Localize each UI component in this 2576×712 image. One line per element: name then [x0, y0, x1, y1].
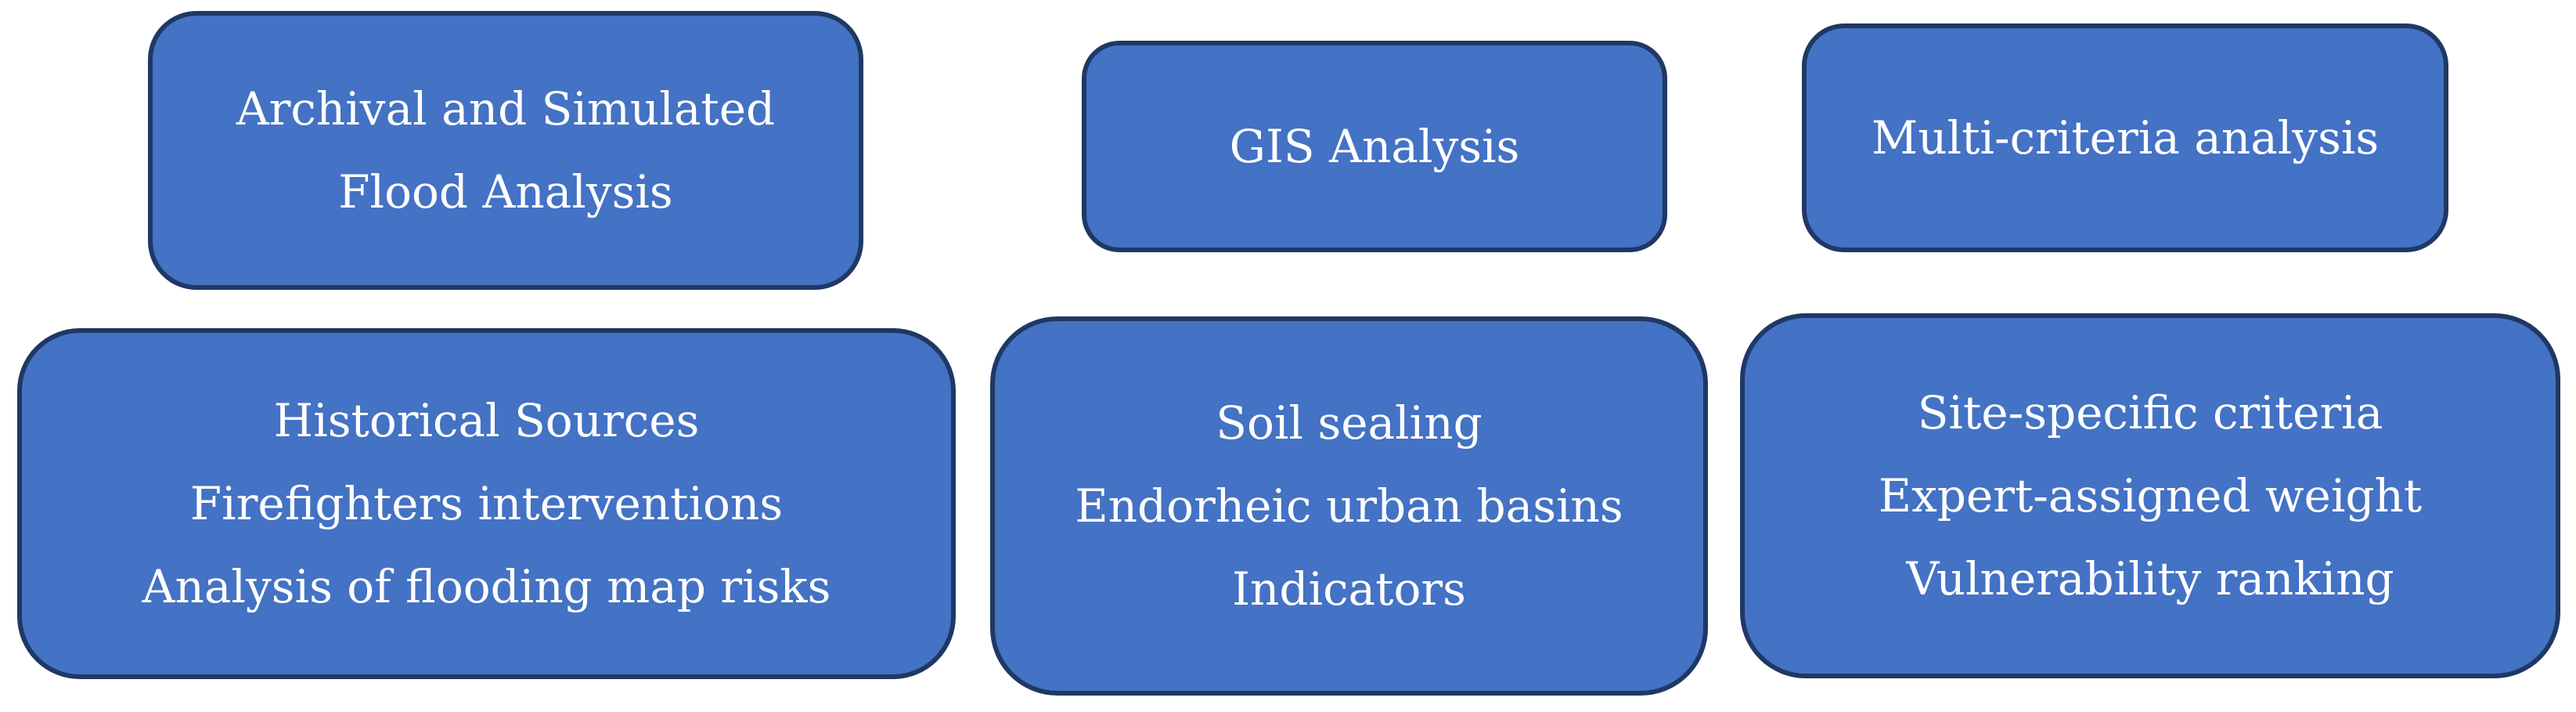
box-text-line: Archival and Simulated [236, 82, 776, 136]
gis-analysis-box: GIS Analysis [1082, 41, 1667, 252]
historical-sources-box: Historical Sources Firefighters interven… [17, 328, 956, 679]
box-text-line: Expert-assigned weight [1878, 469, 2423, 522]
box-text-line: Vulnerability ranking [1906, 552, 2394, 605]
box-text-line: Historical Sources [273, 394, 700, 447]
box-text-line: Soil sealing [1216, 396, 1483, 450]
box-text-line: Site-specific criteria [1917, 386, 2383, 439]
soil-sealing-box: Soil sealing Endorheic urban basins Indi… [990, 316, 1708, 696]
site-specific-criteria-box: Site-specific criteria Expert-assigned w… [1740, 313, 2560, 678]
multi-criteria-analysis-box: Multi-criteria analysis [1802, 23, 2448, 252]
box-text-line: Firefighters interventions [189, 477, 784, 530]
box-text-line: Indicators [1232, 562, 1466, 616]
box-text-line: Flood Analysis [338, 165, 673, 219]
archival-simulated-flood-analysis-box: Archival and Simulated Flood Analysis [148, 11, 863, 290]
box-text-line: GIS Analysis [1229, 120, 1520, 173]
box-text-line: Endorheic urban basins [1075, 479, 1623, 533]
box-text-line: Analysis of flooding map risks [142, 560, 831, 613]
box-text-line: Multi-criteria analysis [1871, 111, 2380, 164]
